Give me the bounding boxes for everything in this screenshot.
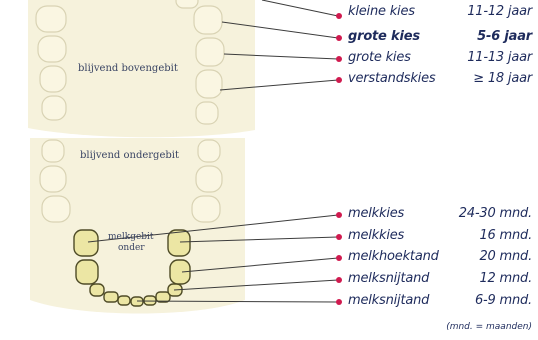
label-lower-4-age: 12 mnd. [479, 271, 532, 286]
label-lower-3-age: 20 mnd. [479, 249, 532, 264]
label-lower-5-name: melksnijtand [348, 293, 429, 308]
label-lower-2-age: 16 mnd. [479, 228, 532, 243]
label-upper-4-name: verstandskies [348, 71, 435, 86]
label-upper-4-age: ≥ 18 jaar [473, 71, 532, 86]
label-lower-1-name: melkkies [348, 206, 404, 221]
caption-upper: blijvend bovengebit [78, 63, 178, 74]
label-upper-2-name: grote kies [348, 29, 420, 44]
label-upper-2-age: 5-6 jaar [477, 29, 532, 44]
label-lower-4-name: melksnijtand [348, 271, 429, 286]
label-lower-2-name: melkkies [348, 228, 404, 243]
caption-milk-2: onder [118, 243, 145, 253]
label-upper-1-age: 11-12 jaar [467, 4, 532, 19]
label-upper-3-age: 11-13 jaar [467, 50, 532, 65]
label-lower-3-name: melkhoektand [348, 249, 439, 264]
caption-milk-1: melkgebit [108, 232, 154, 242]
label-dots [336, 13, 342, 305]
label-upper-1-name: kleine kies [348, 4, 415, 19]
label-lower-5-age: 6-9 mnd. [475, 293, 532, 308]
caption-lower: blijvend ondergebit [80, 150, 179, 161]
label-lower-1-age: 24-30 mnd. [459, 206, 532, 221]
footnote: (mnd. = maanden) [446, 322, 532, 332]
label-upper-3-name: grote kies [348, 50, 411, 65]
